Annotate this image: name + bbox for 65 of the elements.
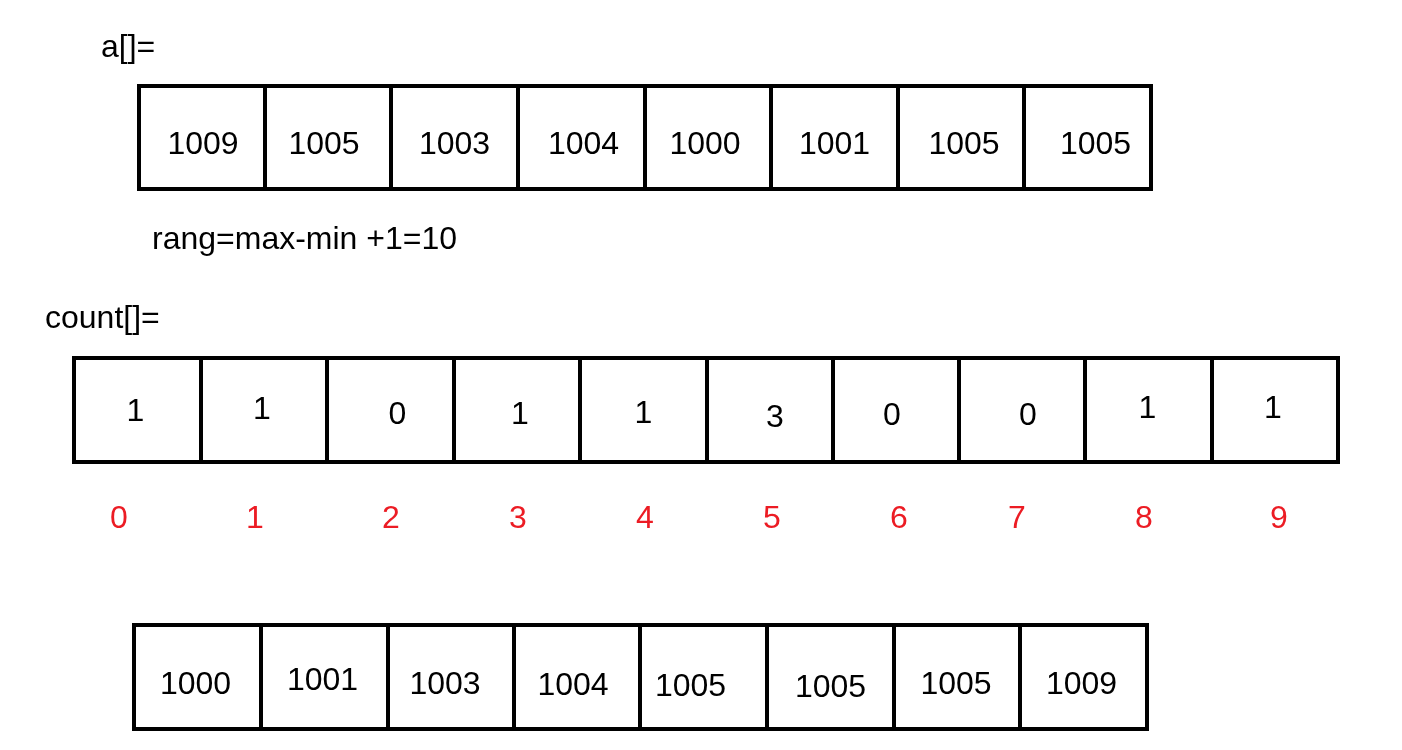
array-value: 1: [253, 390, 271, 426]
index-number: 2: [382, 499, 400, 535]
array-value: 3: [766, 398, 784, 434]
array-cell: [263, 84, 389, 191]
array-value: 1005: [654, 667, 727, 703]
array-value: 1001: [286, 661, 359, 697]
array-value: 1: [634, 394, 653, 430]
array-cell: [769, 84, 896, 191]
array-cell: [452, 356, 578, 464]
array-value: 1004: [547, 124, 620, 161]
array-cell: [1210, 356, 1340, 464]
index-number: 9: [1270, 499, 1288, 535]
array-value: 1005: [794, 668, 867, 704]
array-value: 1: [126, 392, 145, 428]
array-value: 0: [388, 395, 407, 431]
formula-text: rang=max-min +1=10: [152, 220, 458, 256]
array-value: 1009: [1045, 665, 1118, 701]
array-cell: [831, 356, 957, 464]
array-cell: [132, 623, 259, 731]
index-number: 6: [890, 499, 908, 535]
array-cell: [765, 623, 892, 731]
array-cell: [199, 356, 325, 464]
array-cell: [957, 356, 1083, 464]
index-number: 4: [636, 499, 654, 535]
array-cell: [896, 84, 1022, 191]
array-value: 1: [1264, 389, 1282, 425]
array-value: 1009: [167, 124, 239, 161]
array-value: 1003: [409, 665, 481, 701]
index-number: 7: [1008, 499, 1026, 535]
array-cell: [389, 84, 516, 191]
array-cell: [516, 84, 643, 191]
index-number: 5: [763, 499, 781, 535]
array-value: 1005: [288, 124, 360, 161]
array-value: 1: [1138, 389, 1157, 425]
array-cell: [512, 623, 638, 731]
array-cell: [643, 84, 769, 191]
array-value: 0: [1019, 396, 1037, 432]
index-number: 3: [509, 499, 527, 535]
array-cell: [705, 356, 831, 464]
array-value: 1000: [669, 124, 741, 161]
array-cell: [578, 356, 705, 464]
array-value: 1004: [537, 666, 609, 702]
array-value: 1: [511, 395, 529, 431]
array-cell: [638, 623, 765, 731]
array-cell: [72, 356, 199, 464]
index-number: 8: [1135, 499, 1153, 535]
array-cell: [1022, 84, 1153, 191]
array-value: 1005: [1059, 124, 1132, 161]
array-label: count[]=: [45, 299, 160, 335]
index-number: 0: [110, 499, 128, 535]
array-cell: [892, 623, 1018, 731]
array-cell: [325, 356, 452, 464]
array-cell: [386, 623, 512, 731]
array-value: 0: [883, 396, 901, 432]
array-value: 1001: [798, 124, 871, 161]
array-value: 1005: [920, 665, 992, 701]
array-cell: [259, 623, 386, 731]
array-value: 1000: [159, 665, 232, 701]
array-cell: [1018, 623, 1149, 731]
array-cell: [137, 84, 263, 191]
array-label: a[]=: [101, 28, 156, 64]
index-number: 1: [246, 499, 264, 535]
array-cell: [1083, 356, 1210, 464]
array-value: 1005: [928, 124, 1000, 161]
array-value: 1003: [418, 124, 491, 161]
